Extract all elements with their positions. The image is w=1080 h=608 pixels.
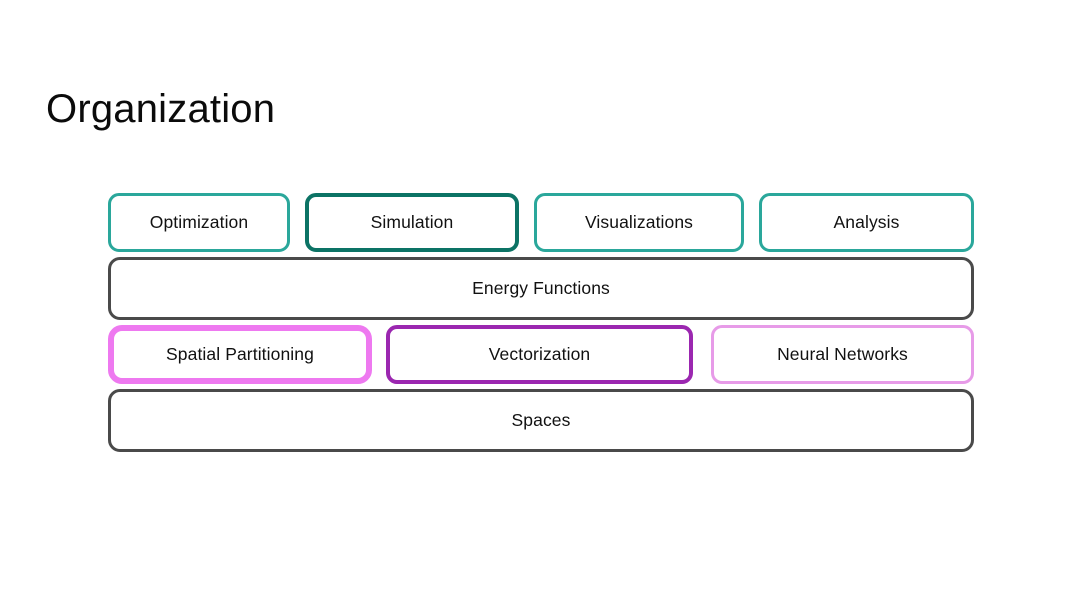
node-label: Energy Functions [472, 278, 610, 298]
node-label: Spaces [511, 410, 571, 430]
node-visualizations[interactable]: Visualizations [534, 193, 744, 252]
node-neural-networks[interactable]: Neural Networks [711, 325, 974, 384]
diagram-row-representations: Spatial Partitioning Vectorization Neura… [108, 325, 974, 384]
node-label: Neural Networks [777, 344, 908, 364]
diagram-row-capabilities: Optimization Simulation Visualizations A… [108, 193, 974, 252]
node-label: Analysis [833, 212, 900, 232]
node-label: Simulation [370, 212, 454, 232]
node-label: Visualizations [584, 212, 694, 232]
node-analysis[interactable]: Analysis [759, 193, 974, 252]
node-spatial-partitioning[interactable]: Spatial Partitioning [108, 325, 372, 384]
node-vectorization[interactable]: Vectorization [386, 325, 693, 384]
node-simulation[interactable]: Simulation [305, 193, 519, 252]
diagram-row-energy: Energy Functions [108, 257, 974, 320]
node-energy-functions[interactable]: Energy Functions [108, 257, 974, 320]
node-label: Optimization [149, 212, 249, 232]
node-optimization[interactable]: Optimization [108, 193, 290, 252]
node-label: Vectorization [488, 344, 591, 364]
page-title: Organization [46, 86, 276, 131]
diagram-row-spaces: Spaces [108, 389, 974, 452]
node-spaces[interactable]: Spaces [108, 389, 974, 452]
node-label: Spatial Partitioning [166, 344, 314, 364]
architecture-diagram: Optimization Simulation Visualizations A… [108, 193, 974, 452]
